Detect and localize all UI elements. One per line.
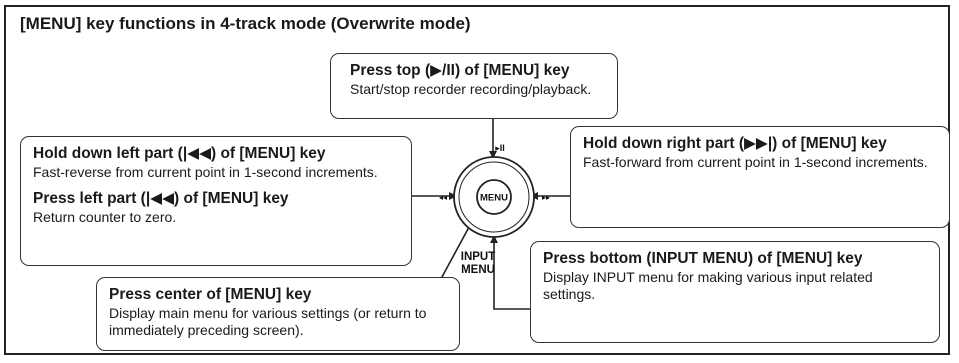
callout-center-heading: Press center of [MENU] key — [109, 286, 312, 303]
callout-right-heading: Hold down right part (▶▶|) of [MENU] key — [583, 135, 887, 152]
menu-key-center-button[interactable] — [476, 179, 512, 215]
input-menu-label-line1: INPUT — [461, 251, 496, 263]
callout-bottom: Press bottom (INPUT MENU) of [MENU] key … — [530, 241, 940, 343]
connector-bottom — [490, 235, 530, 310]
callout-center: Press center of [MENU] key Display main … — [96, 277, 460, 351]
menu-key-label: MENU — [480, 193, 508, 204]
callout-left-heading-hold: Hold down left part (|◀◀) of [MENU] key — [33, 145, 326, 162]
callout-left-desc-hold: Fast-reverse from current point in 1-sec… — [33, 164, 378, 180]
menu-key-inner-ring — [458, 161, 530, 233]
callout-bottom-desc: Display INPUT menu for making various in… — [543, 269, 873, 302]
diagram-title: [MENU] key functions in 4-track mode (Ov… — [20, 14, 471, 33]
input-menu-label-line2: MENU — [461, 264, 495, 276]
callout-left: Hold down left part (|◀◀) of [MENU] key … — [20, 136, 412, 266]
callout-center-desc: Display main menu for various settings (… — [109, 305, 427, 338]
callout-bottom-heading: Press bottom (INPUT MENU) of [MENU] key — [543, 250, 863, 267]
callout-top-heading: Press top (▶/II) of [MENU] key — [350, 62, 570, 79]
fast-forward-icon: ▸▸ — [542, 193, 550, 202]
callout-left-desc-press: Return counter to zero. — [33, 209, 177, 225]
callout-right: Hold down right part (▶▶|) of [MENU] key… — [570, 126, 950, 228]
callout-top-desc: Start/stop recorder recording/playback. — [350, 81, 592, 97]
play-pause-icon: ▸II — [495, 143, 505, 153]
rewind-icon: ◂◂ — [439, 193, 447, 202]
callout-top: Press top (▶/II) of [MENU] key Start/sto… — [330, 53, 618, 119]
callout-left-heading-press: Press left part (|◀◀) of [MENU] key — [33, 190, 289, 207]
callout-right-desc: Fast-forward from current point in 1-sec… — [583, 154, 928, 170]
